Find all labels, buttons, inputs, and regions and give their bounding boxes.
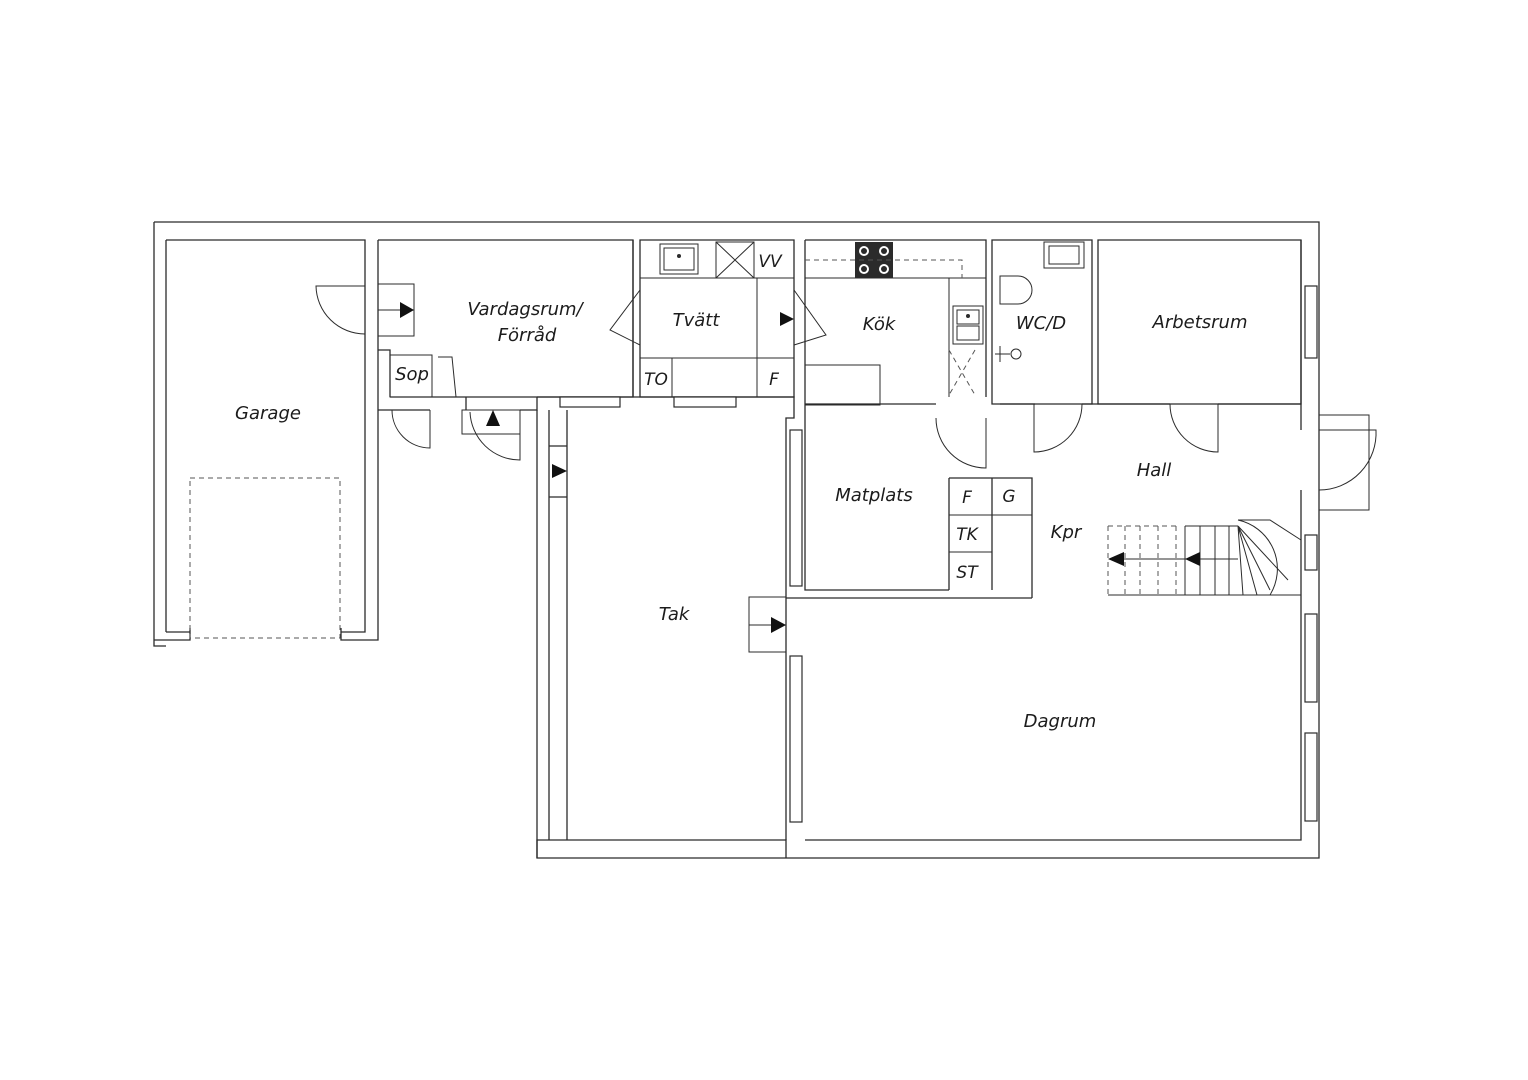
room-label-kpr: Kpr bbox=[1051, 522, 1083, 543]
room-label-kok: Kök bbox=[863, 314, 897, 335]
room-label-vardagsrum: Vardagsrum/ bbox=[467, 299, 584, 320]
room-label-arbetsrum: Arbetsrum bbox=[1152, 312, 1248, 333]
fixture-label-tk: TK bbox=[956, 525, 979, 545]
fixture-label-f-tvatt: F bbox=[769, 370, 779, 390]
fixture-label-f-kok: F bbox=[962, 488, 972, 508]
room-label-sop: Sop bbox=[395, 364, 429, 385]
room-label-tak: Tak bbox=[659, 604, 691, 625]
fixture-label-to: TO bbox=[644, 370, 668, 390]
room-label-dagrum: Dagrum bbox=[1024, 711, 1097, 732]
tak-strip bbox=[548, 410, 568, 840]
windows bbox=[559, 285, 1318, 823]
stairs bbox=[1107, 519, 1302, 596]
upper-walls bbox=[378, 239, 1302, 841]
sop-bin bbox=[389, 354, 433, 398]
fixtures bbox=[659, 241, 1085, 396]
outer-walls bbox=[153, 221, 1320, 859]
room-label-forrad: Förråd bbox=[498, 325, 557, 346]
room-label-hall: Hall bbox=[1137, 460, 1172, 481]
fixture-label-vv: VV bbox=[758, 252, 783, 272]
room-label-matplats: Matplats bbox=[835, 485, 913, 506]
garage-parking-area bbox=[189, 477, 341, 639]
room-label-garage: Garage bbox=[235, 403, 301, 424]
room-label-wc: WC/D bbox=[1016, 313, 1066, 334]
doors bbox=[315, 285, 1377, 511]
fixture-label-g: G bbox=[1002, 487, 1015, 507]
room-label-tvatt: Tvätt bbox=[673, 310, 721, 331]
entrances bbox=[377, 283, 794, 653]
fixture-label-st: ST bbox=[956, 563, 979, 583]
